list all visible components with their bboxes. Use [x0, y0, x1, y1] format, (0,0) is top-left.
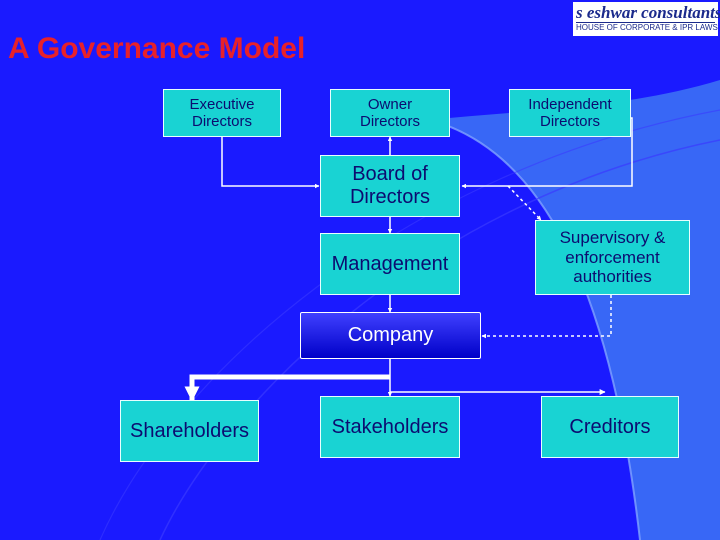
owner-directors-label: Owner Directors — [359, 95, 420, 130]
owner-directors-box: Owner Directors — [330, 89, 450, 137]
company-box: Company — [300, 312, 481, 359]
supervisory-authorities-label: Supervisory & enforcement authorities — [559, 228, 666, 287]
shareholders-box: Shareholders — [120, 400, 259, 462]
shareholders-label: Shareholders — [130, 419, 249, 442]
creditors-label: Creditors — [569, 415, 651, 438]
board-of-directors-box: Board of Directors — [320, 155, 460, 217]
creditors-box: Creditors — [541, 396, 679, 458]
management-label: Management — [331, 252, 449, 275]
stakeholders-label: Stakeholders — [331, 415, 449, 438]
supervisory-authorities-box: Supervisory & enforcement authorities — [535, 220, 690, 295]
company-logo: s eshwar consultants HOUSE OF CORPORATE … — [573, 2, 720, 36]
connector-authorities-to-company — [481, 295, 612, 339]
board-of-directors-label: Board of Directors — [349, 163, 430, 208]
logo-name: s eshwar consultants — [576, 3, 720, 22]
executive-directors-label: Executive Directors — [189, 95, 255, 130]
background-arc — [99, 109, 720, 540]
independent-directors-box: Independent Directors — [509, 89, 631, 137]
connector-executive-to-board — [221, 137, 320, 189]
executive-directors-box: Executive Directors — [163, 89, 281, 137]
slide-title: A Governance Model — [8, 32, 306, 65]
connector-independent-to-authorities — [507, 185, 542, 221]
management-box: Management — [320, 233, 460, 295]
stakeholders-box: Stakeholders — [320, 396, 460, 458]
company-label: Company — [347, 324, 434, 346]
connector-company-to-shareholders — [184, 374, 390, 402]
logo-tagline: HOUSE OF CORPORATE & IPR LAWS — [576, 22, 718, 32]
independent-directors-label: Independent Directors — [528, 95, 612, 130]
